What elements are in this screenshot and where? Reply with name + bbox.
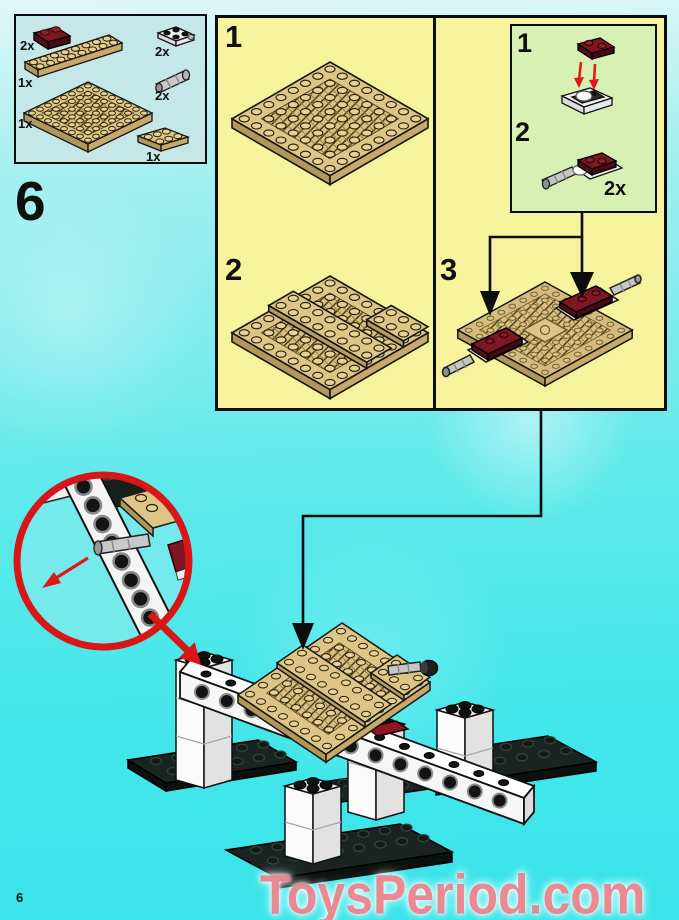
step-number: 6 xyxy=(15,170,46,232)
qty-label-turntable: 2x xyxy=(155,44,170,59)
qty-label-dark-red-plate: 2x xyxy=(20,38,35,53)
qty-label-tan-plate-2x8: 1x xyxy=(18,75,33,90)
callout-step2-label: 2 xyxy=(515,117,531,147)
watermark: ToysPeriod.com xyxy=(260,863,646,920)
tower-3 xyxy=(434,701,496,801)
qty-label-pin: 2x xyxy=(155,88,170,103)
tower-2 xyxy=(345,715,407,821)
model-drawing xyxy=(125,622,599,889)
callout-sub-box xyxy=(510,24,657,213)
magnifier-detail xyxy=(13,471,201,665)
qty-label-tan-plate-8x8: 1x xyxy=(18,116,33,131)
callout-step1-label: 1 xyxy=(517,28,533,58)
tower-1 xyxy=(173,651,235,789)
parts-inventory-box xyxy=(14,14,207,164)
divider-line xyxy=(433,18,436,408)
technic-beam xyxy=(178,658,536,827)
page-number: 6 xyxy=(16,890,24,905)
tan-plate-assembly xyxy=(236,622,439,764)
tower-4 xyxy=(282,777,344,865)
step1-label: 1 xyxy=(225,19,243,54)
callout-qty-label: 2x xyxy=(604,178,627,200)
qty-label-tan-plate-2x3: 1x xyxy=(146,149,161,164)
step3-label: 3 xyxy=(440,252,458,287)
step2-label: 2 xyxy=(225,252,243,287)
